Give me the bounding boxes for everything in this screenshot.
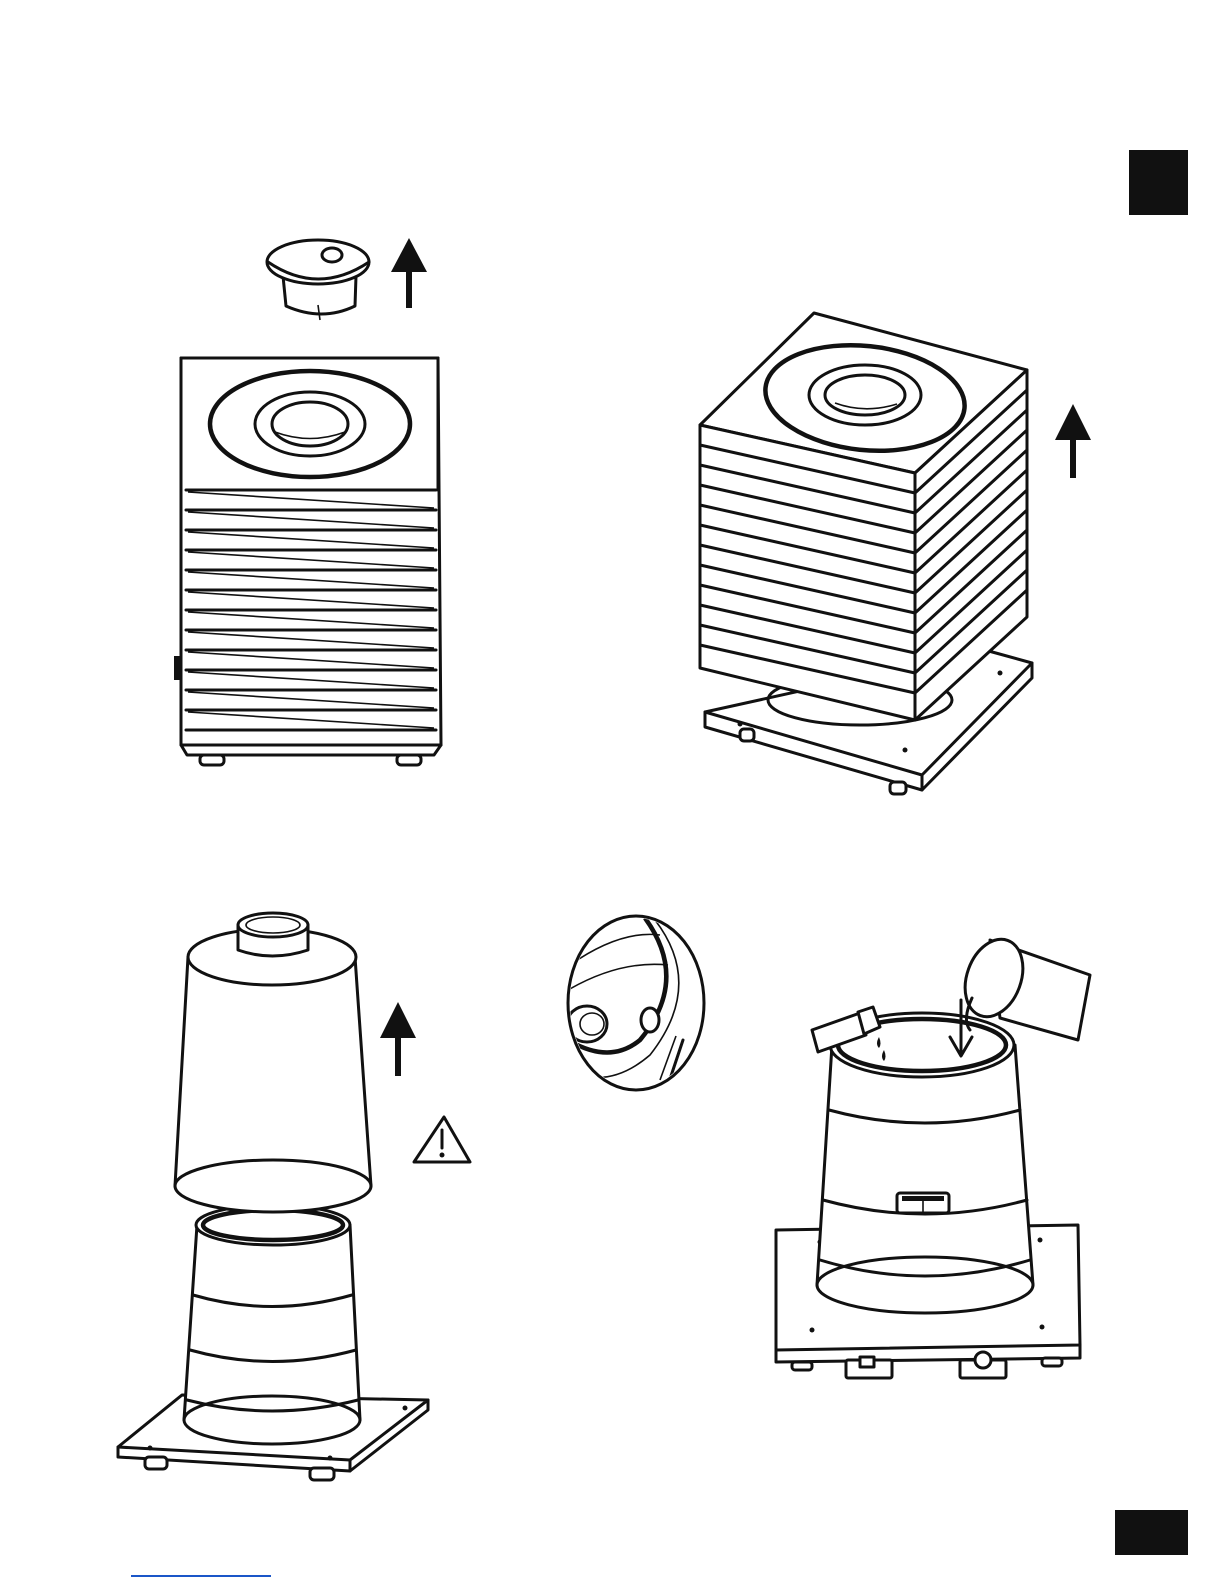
water-tank <box>175 913 371 1212</box>
up-arrow-icon <box>1055 404 1091 478</box>
diffuser-base-unit <box>817 1013 1033 1313</box>
step-4-illustration <box>776 931 1090 1378</box>
up-arrow-icon <box>380 1002 416 1076</box>
warning-triangle-icon <box>414 1117 470 1162</box>
diffuser-base-unit <box>184 1205 360 1444</box>
diffuser-cover <box>700 313 1027 720</box>
detail-zoom-circle <box>567 916 704 1090</box>
step-3-illustration <box>118 913 470 1480</box>
up-arrow-icon <box>391 238 427 308</box>
step-1-illustration <box>174 238 441 765</box>
step-2-illustration <box>700 313 1091 794</box>
diffuser-front-view <box>174 358 441 765</box>
diffuser-cap <box>267 240 369 320</box>
